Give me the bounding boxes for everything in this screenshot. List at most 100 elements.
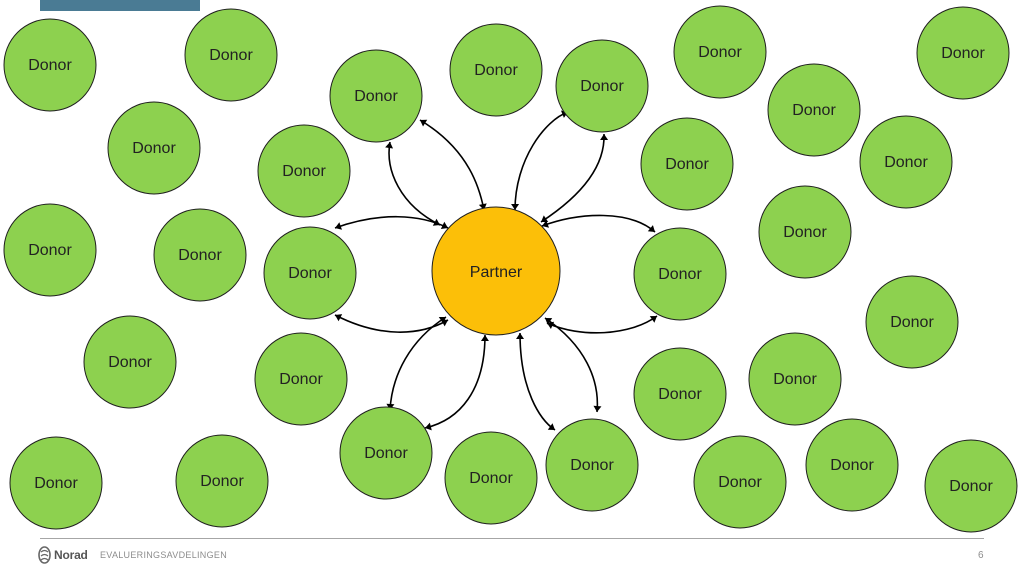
- donor-node: Donor: [916, 6, 1010, 100]
- donor-circle: [339, 406, 433, 500]
- donor-circle: [545, 418, 639, 512]
- connection-arrow: [419, 119, 485, 211]
- arrowhead: [385, 142, 394, 149]
- arrowhead: [335, 222, 342, 230]
- arrowhead: [420, 119, 428, 127]
- department-name: EVALUERINGSAVDELINGEN: [100, 550, 227, 560]
- donor-node: Donor: [555, 39, 649, 133]
- donor-circle: [329, 49, 423, 143]
- arrowhead: [480, 335, 489, 342]
- donor-label: Donor: [830, 457, 874, 474]
- donor-label: Donor: [658, 266, 702, 283]
- connection-arrow: [334, 215, 449, 229]
- donor-node: Donor: [175, 434, 269, 528]
- partner-node: Partner: [431, 206, 561, 336]
- donor-label: Donor: [792, 102, 836, 119]
- donor-node: Donor: [633, 227, 727, 321]
- donor-label: Donor: [884, 154, 928, 171]
- donor-label: Donor: [718, 474, 762, 491]
- donor-node: Donor: [254, 332, 348, 426]
- connection-arrow: [540, 133, 605, 223]
- donor-node: Donor: [263, 226, 357, 320]
- donor-node: Donor: [153, 208, 247, 302]
- arrowhead: [600, 134, 609, 141]
- donor-circle: [673, 5, 767, 99]
- donor-label: Donor: [28, 242, 72, 259]
- donor-node: Donor: [545, 418, 639, 512]
- donor-node: Donor: [444, 431, 538, 525]
- connection-arrow: [544, 317, 599, 413]
- connection-arrow: [388, 141, 441, 226]
- donor-node: Donor: [758, 185, 852, 279]
- donor-label: Donor: [941, 45, 985, 62]
- donor-label: Donor: [200, 473, 244, 490]
- logo-wordmark: Norad: [54, 548, 88, 562]
- donor-circle: [640, 117, 734, 211]
- donor-node: Donor: [257, 124, 351, 218]
- connection-arrow: [389, 316, 447, 411]
- donor-circle: [263, 226, 357, 320]
- donor-node: Donor: [3, 18, 97, 112]
- connection-arrow: [334, 314, 449, 333]
- arrowhead: [511, 203, 520, 210]
- connection-arrow: [519, 332, 556, 431]
- donor-label: Donor: [698, 44, 742, 61]
- donor-label: Donor: [209, 47, 253, 64]
- donor-node: Donor: [339, 406, 433, 500]
- donor-circle: [107, 101, 201, 195]
- donor-circle: [748, 332, 842, 426]
- donor-label: Donor: [108, 354, 152, 371]
- donor-node: Donor: [449, 23, 543, 117]
- donor-label: Donor: [364, 445, 408, 462]
- arrowhead: [649, 316, 657, 323]
- donor-circle: [805, 418, 899, 512]
- donor-circle: [175, 434, 269, 528]
- donor-circle: [555, 39, 649, 133]
- donor-label: Donor: [282, 163, 326, 180]
- donor-circle: [633, 347, 727, 441]
- donor-label: Donor: [132, 140, 176, 157]
- page-number: 6: [978, 550, 984, 561]
- arrowhead: [547, 423, 555, 430]
- donor-node: Donor: [83, 315, 177, 409]
- donor-circle: [444, 431, 538, 525]
- connection-arrow: [546, 315, 658, 334]
- donor-label: Donor: [178, 247, 222, 264]
- footer-divider: [40, 538, 984, 539]
- donor-circle: [916, 6, 1010, 100]
- donor-node: Donor: [805, 418, 899, 512]
- arrowhead: [425, 422, 432, 431]
- donor-circle: [153, 208, 247, 302]
- partner-label: Partner: [470, 264, 523, 281]
- arrowhead: [647, 225, 655, 232]
- donor-label: Donor: [890, 314, 934, 331]
- donor-label: Donor: [580, 78, 624, 95]
- donor-node: Donor: [693, 435, 787, 529]
- arrowhead: [440, 319, 448, 327]
- donor-circle: [83, 315, 177, 409]
- donor-node: Donor: [633, 347, 727, 441]
- norad-logo: Norad: [38, 546, 88, 564]
- arrowhead: [335, 314, 343, 322]
- partner-circle: [431, 206, 561, 336]
- arrowhead: [541, 215, 549, 223]
- arrowhead: [478, 203, 487, 210]
- arrowhead: [545, 318, 553, 325]
- donor-circle: [254, 332, 348, 426]
- donor-label: Donor: [354, 88, 398, 105]
- donor-label: Donor: [474, 62, 518, 79]
- donor-node: Donor: [767, 63, 861, 157]
- donor-label: Donor: [773, 371, 817, 388]
- arrowhead: [542, 220, 549, 228]
- donor-label: Donor: [783, 224, 827, 241]
- donor-node: Donor: [9, 436, 103, 530]
- donor-label: Donor: [279, 371, 323, 388]
- arrowhead: [593, 405, 602, 412]
- donor-circle: [3, 18, 97, 112]
- title-accent-bar: [40, 0, 200, 11]
- donor-circle: [924, 439, 1018, 533]
- norad-emblem-icon: [38, 546, 51, 564]
- donor-label: Donor: [665, 156, 709, 173]
- donor-circle: [859, 115, 953, 209]
- donor-label: Donor: [288, 265, 332, 282]
